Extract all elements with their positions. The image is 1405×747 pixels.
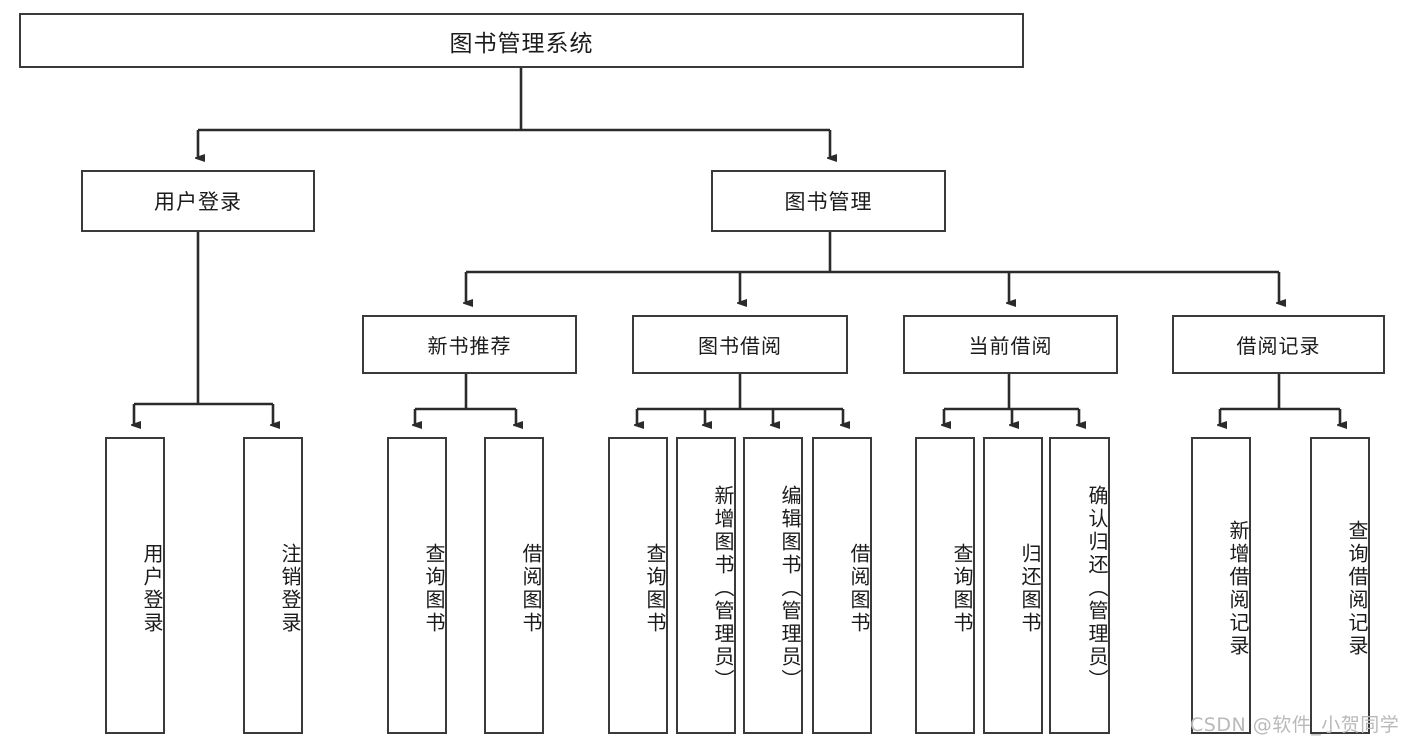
node-leaf-return-book-label: 归还图书 [1018, 542, 1042, 635]
node-leaf-query-book-1[interactable]: 查询图书 [387, 437, 447, 734]
node-leaf-confirm-return-label: 确认归还（管理员） [1085, 485, 1109, 692]
node-leaf-add-book-label: 新增图书（管理员） [711, 485, 735, 692]
node-leaf-query-book-2-label: 查询图书 [643, 542, 667, 635]
node-leaf-user-login[interactable]: 用户登录 [105, 437, 165, 734]
node-leaf-add-record-label: 新增借阅记录 [1226, 519, 1250, 658]
node-leaf-user-logout-label: 注销登录 [278, 542, 302, 635]
node-leaf-query-book-3-label: 查询图书 [950, 542, 974, 635]
node-leaf-user-logout[interactable]: 注销登录 [243, 437, 303, 734]
csdn-watermark: CSDN @软件_小贺同学 [1190, 714, 1400, 736]
node-user-login-label: 用户登录 [154, 190, 242, 214]
node-leaf-query-record[interactable]: 查询借阅记录 [1310, 437, 1370, 734]
node-leaf-borrow-book-2-label: 借阅图书 [847, 542, 871, 635]
node-new-book-rec[interactable]: 新书推荐 [362, 315, 577, 374]
node-user-login[interactable]: 用户登录 [81, 170, 315, 232]
node-book-borrow-label: 图书借阅 [698, 334, 782, 358]
node-book-manage-label: 图书管理 [784, 190, 873, 214]
node-root[interactable]: 图书管理系统 [19, 13, 1024, 68]
node-book-borrow[interactable]: 图书借阅 [632, 315, 848, 374]
node-leaf-query-record-label: 查询借阅记录 [1345, 519, 1369, 658]
node-leaf-edit-book[interactable]: 编辑图书（管理员） [743, 437, 803, 734]
node-leaf-borrow-book-2[interactable]: 借阅图书 [812, 437, 872, 734]
node-leaf-edit-book-label: 编辑图书（管理员） [778, 485, 802, 692]
node-leaf-query-book-1-label: 查询图书 [422, 542, 446, 635]
node-borrow-record-label: 借阅记录 [1236, 334, 1321, 358]
node-leaf-query-book-3[interactable]: 查询图书 [915, 437, 975, 734]
node-borrow-record[interactable]: 借阅记录 [1172, 315, 1385, 374]
node-leaf-user-login-label: 用户登录 [140, 542, 164, 635]
node-leaf-confirm-return[interactable]: 确认归还（管理员） [1049, 437, 1110, 734]
node-new-book-rec-label: 新书推荐 [427, 334, 512, 358]
node-leaf-add-record[interactable]: 新增借阅记录 [1191, 437, 1251, 734]
node-book-manage[interactable]: 图书管理 [711, 170, 946, 232]
node-leaf-borrow-book-1[interactable]: 借阅图书 [484, 437, 544, 734]
node-current-borrow-label: 当前借阅 [968, 334, 1053, 358]
node-root-label: 图书管理系统 [449, 30, 594, 57]
node-leaf-return-book[interactable]: 归还图书 [983, 437, 1043, 734]
node-current-borrow[interactable]: 当前借阅 [903, 315, 1118, 374]
node-leaf-query-book-2[interactable]: 查询图书 [608, 437, 668, 734]
node-leaf-add-book[interactable]: 新增图书（管理员） [676, 437, 736, 734]
node-leaf-borrow-book-1-label: 借阅图书 [519, 542, 543, 635]
